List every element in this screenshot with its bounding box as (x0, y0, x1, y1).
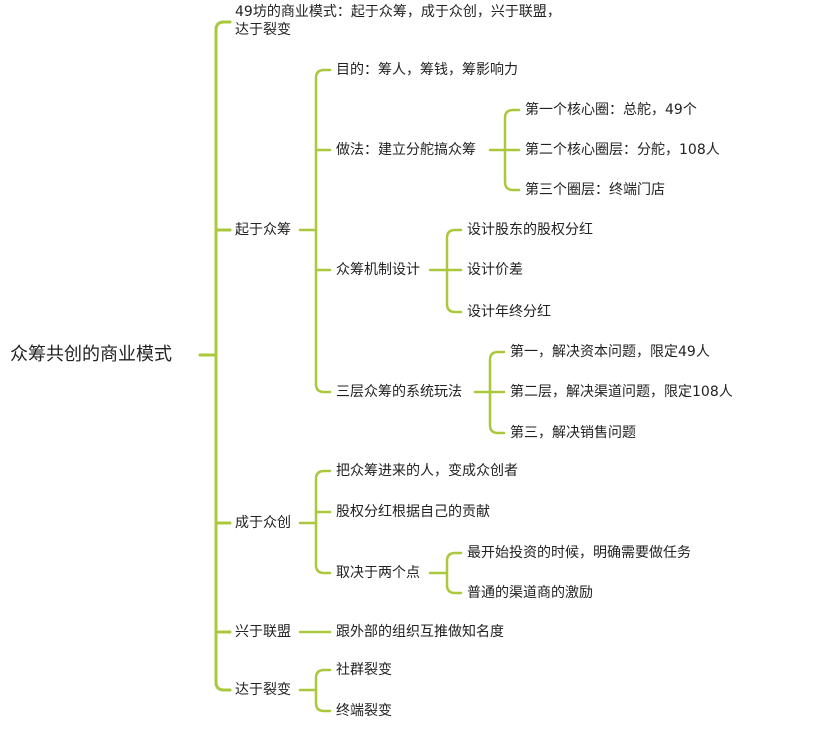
mechanism-item[interactable]: 设计价差 (467, 262, 523, 278)
system-item[interactable]: 第一，解决资本问题，限定49人 (510, 344, 710, 360)
mechanism-item[interactable]: 设计年终分红 (467, 304, 551, 320)
branch-fission[interactable]: 达于裂变 (235, 682, 291, 698)
depends-item[interactable]: 普通的渠道商的激励 (467, 585, 593, 601)
mechanism-item[interactable]: 设计股东的股权分红 (467, 222, 593, 238)
intro-topic[interactable]: 49坊的商业模式：起于众筹，成于众创，兴于联盟，达于裂变 (235, 4, 561, 38)
connector (214, 20, 232, 692)
branch-co-creation[interactable]: 成于众创 (235, 515, 291, 531)
fission-item[interactable]: 社群裂变 (336, 662, 392, 678)
depends-topic[interactable]: 取决于两个点 (336, 565, 420, 581)
depends-item[interactable]: 最开始投资的时候，明确需要做任务 (467, 545, 691, 561)
connector (314, 469, 332, 575)
method-item[interactable]: 第一个核心圈：总舵，49个 (525, 102, 697, 118)
branch-alliance[interactable]: 兴于联盟 (235, 624, 291, 640)
system-topic[interactable]: 三层众筹的系统玩法 (336, 384, 462, 400)
branch-crowdfunding[interactable]: 起于众筹 (235, 222, 291, 238)
connector (314, 668, 332, 713)
system-item[interactable]: 第三，解决销售问题 (510, 425, 636, 441)
fission-item[interactable]: 终端裂变 (336, 703, 392, 719)
mechanism-topic[interactable]: 众筹机制设计 (336, 262, 420, 278)
alliance-item[interactable]: 跟外部的组织互推做知名度 (336, 624, 504, 640)
purpose-topic[interactable]: 目的：筹人，筹钱，筹影响力 (336, 62, 518, 78)
connector (445, 551, 463, 595)
method-item[interactable]: 第二个核心圈层：分舵，108人 (525, 142, 720, 158)
root-topic[interactable]: 众筹共创的商业模式 (10, 344, 172, 365)
method-item[interactable]: 第三个圈层：终端门店 (525, 182, 665, 198)
co-creation-item[interactable]: 把众筹进来的人，变成众创者 (336, 463, 518, 479)
co-creation-item[interactable]: 股权分红根据自己的贡献 (336, 504, 490, 520)
system-item[interactable]: 第二层，解决渠道问题，限定108人 (510, 384, 733, 400)
method-topic[interactable]: 做法：建立分舵搞众筹 (336, 142, 476, 158)
connector (314, 68, 332, 394)
